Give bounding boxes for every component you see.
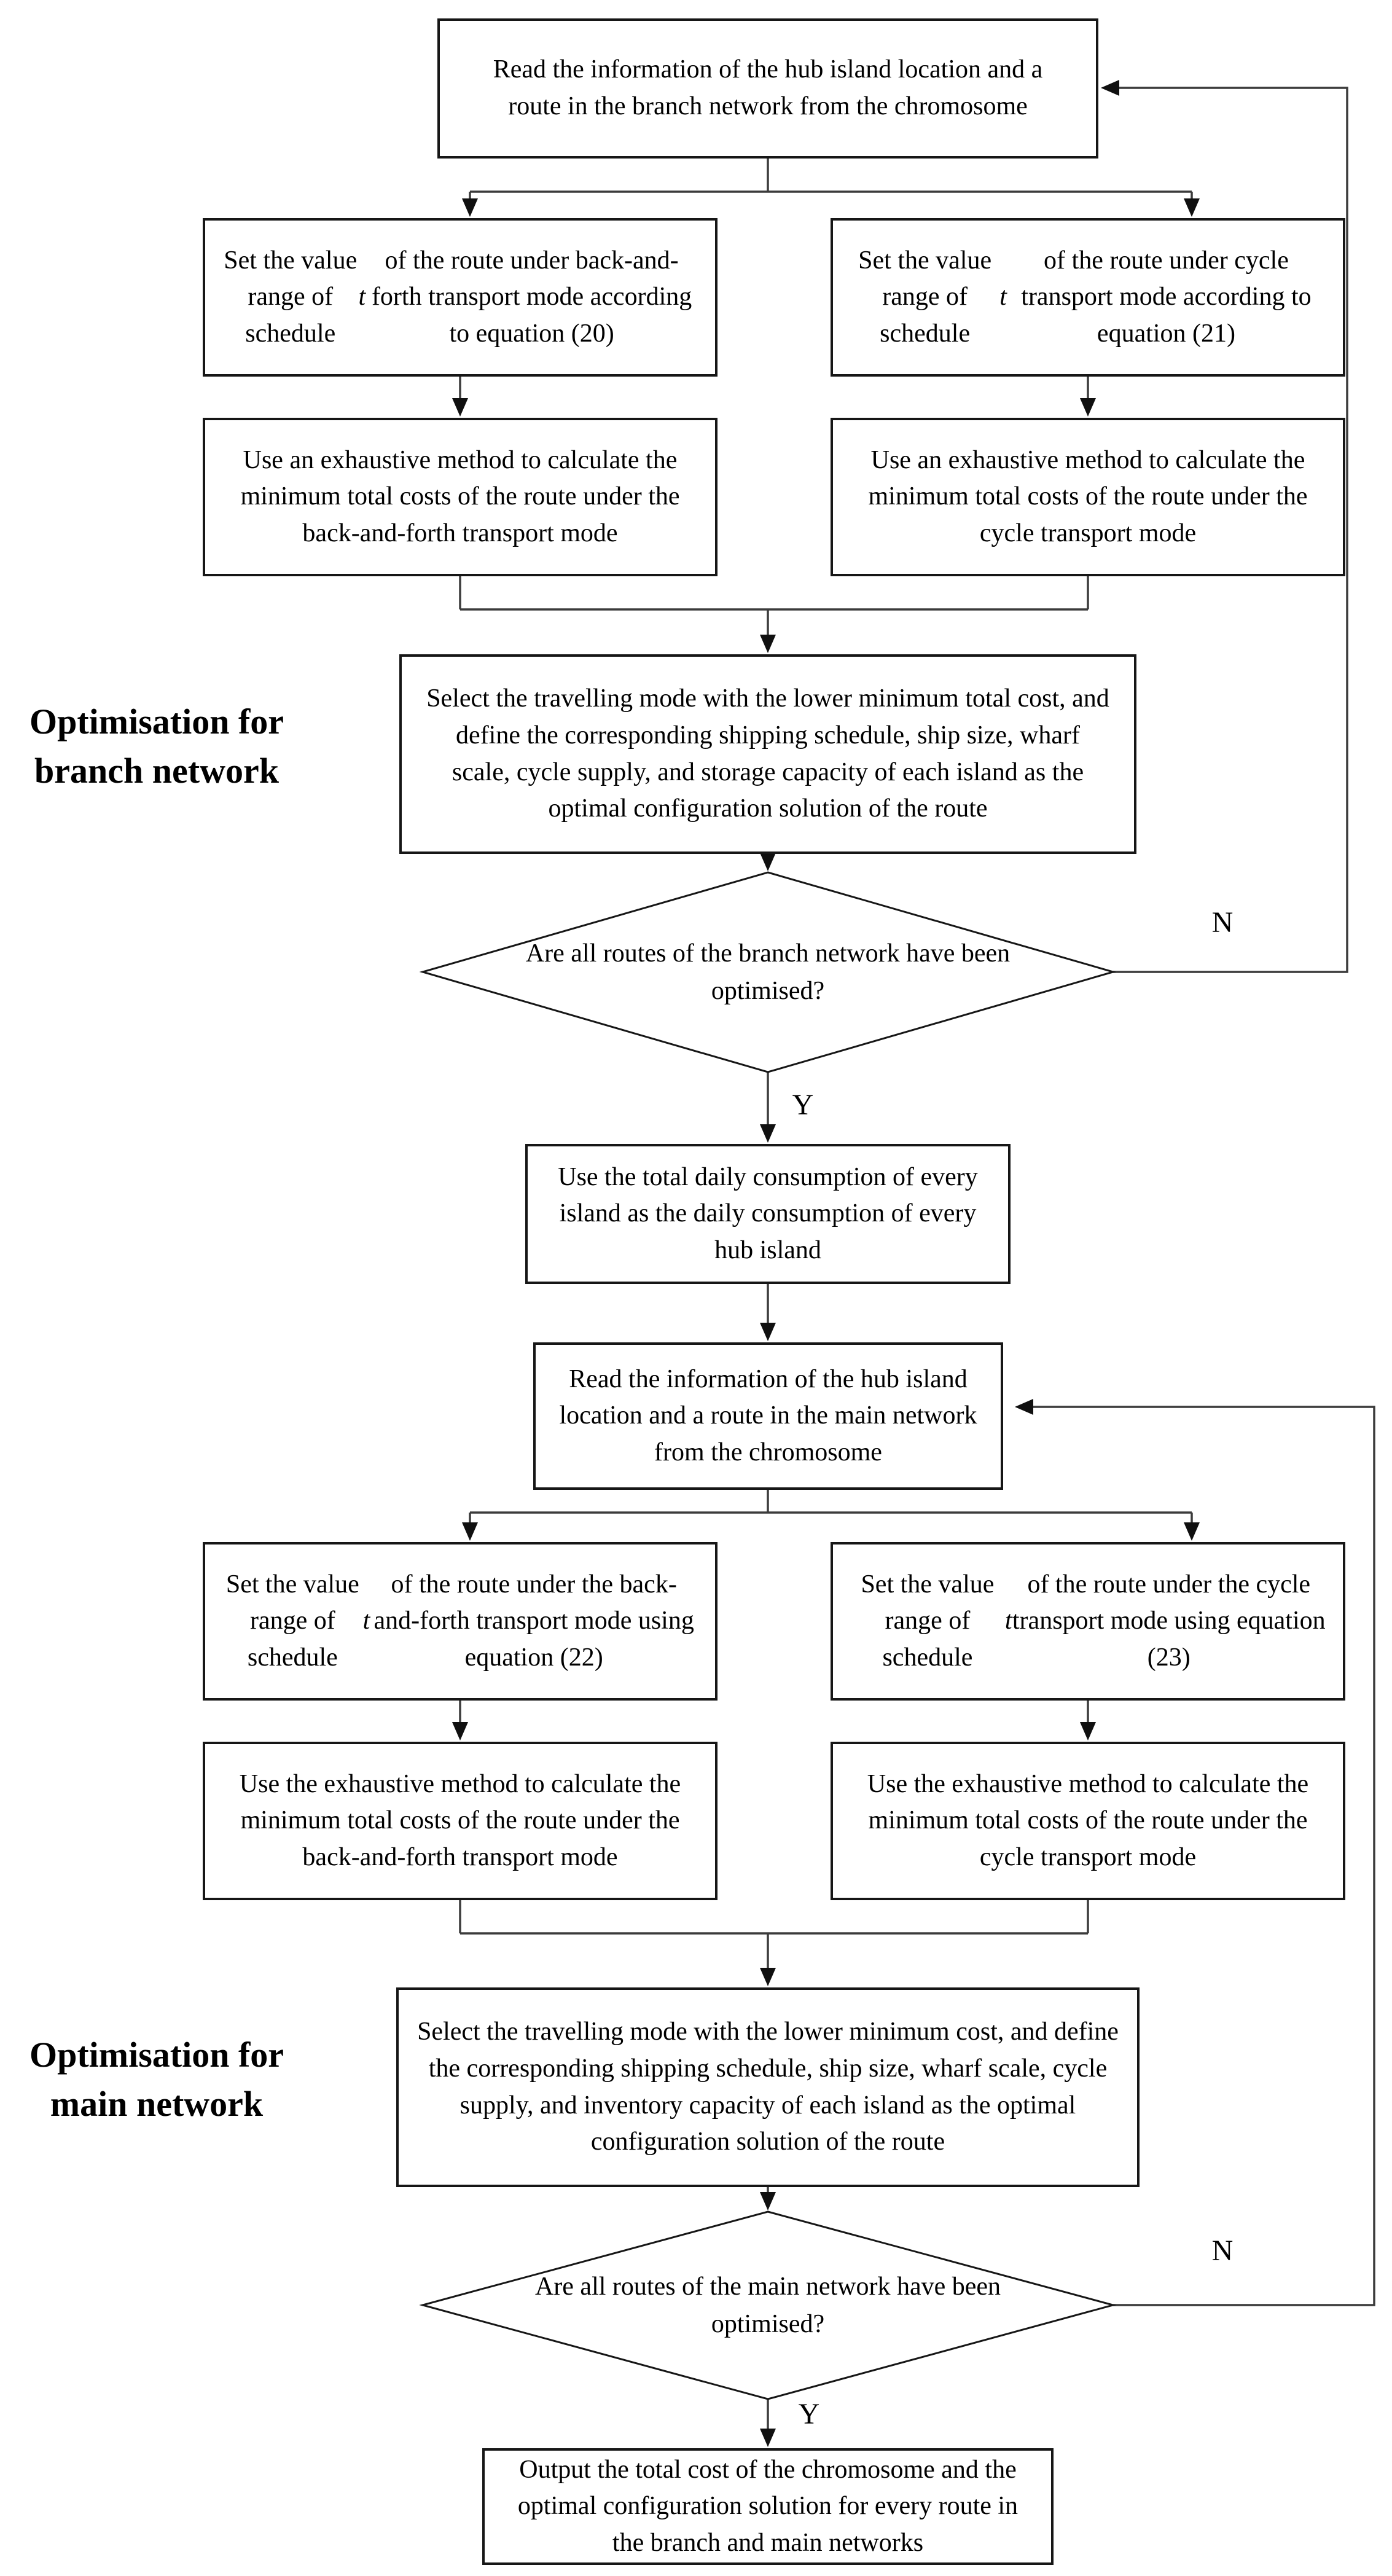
arrowhead-down-icon bbox=[1184, 198, 1200, 217]
stage-label-main-network: Optimisation for main network bbox=[29, 2035, 284, 2124]
decision-main-text: Are all routes of the main network have … bbox=[534, 2272, 1001, 2338]
node-set-schedule-backforth-eq22: Set the value range of schedule t of the… bbox=[203, 1542, 718, 1701]
connector-readbranch-split bbox=[469, 159, 1193, 200]
node-set-schedule-cycle-eq23: Set the value range of schedule t of the… bbox=[831, 1542, 1345, 1701]
arrowhead-down-icon bbox=[1080, 1722, 1096, 1740]
node-exhaustive-cycle-main: Use the exhaustive method to calculate t… bbox=[831, 1742, 1345, 1900]
arrowhead-down-icon bbox=[462, 198, 478, 217]
arrowhead-down-icon bbox=[760, 1124, 776, 1143]
edge-label-no-branch: N bbox=[1211, 906, 1234, 939]
node-set-schedule-cycle-eq21: Set the value range of schedule t of the… bbox=[831, 218, 1345, 377]
connector-merge-main bbox=[459, 1900, 1089, 1970]
arrowhead-down-icon bbox=[452, 398, 468, 417]
edge-label-no-main: N bbox=[1211, 2234, 1234, 2267]
node-exhaustive-backforth-main: Use the exhaustive method to calculate t… bbox=[203, 1742, 718, 1900]
arrowhead-down-icon bbox=[1184, 1522, 1200, 1541]
stage-label-branch-network: Optimisation for branch network bbox=[29, 702, 284, 791]
node-exhaustive-backforth-branch: Use an exhaustive method to calculate th… bbox=[203, 418, 718, 576]
arrowhead-down-icon bbox=[760, 635, 776, 653]
decision-branch-text: Are all routes of the branch network hav… bbox=[525, 939, 1011, 1005]
arrowhead-left-icon bbox=[1101, 80, 1119, 96]
decision-branch-diamond bbox=[419, 871, 1117, 1073]
node-select-mode-branch: Select the travelling mode with the lowe… bbox=[399, 654, 1136, 854]
node-exhaustive-cycle-branch: Use an exhaustive method to calculate th… bbox=[831, 418, 1345, 576]
connector-feedback-branch-no bbox=[1113, 87, 1348, 973]
connector-readmain-split bbox=[469, 1490, 1193, 1524]
node-output-result: Output the total cost of the chromosome … bbox=[482, 2448, 1054, 2565]
arrowhead-down-icon bbox=[452, 1722, 468, 1740]
edge-label-yes-branch: Y bbox=[792, 1089, 814, 1121]
arrowhead-down-icon bbox=[760, 2429, 776, 2447]
decision-main-diamond bbox=[419, 2210, 1117, 2400]
arrowhead-down-icon bbox=[760, 2192, 776, 2210]
arrowhead-down-icon bbox=[760, 1968, 776, 1986]
arrowhead-down-icon bbox=[1080, 398, 1096, 417]
node-use-total-daily-consumption: Use the total daily consumption of every… bbox=[525, 1144, 1011, 1284]
arrowhead-down-icon bbox=[760, 1323, 776, 1341]
connector-feedback-main-no bbox=[1031, 1406, 1375, 2306]
node-read-main: Read the information of the hub island l… bbox=[533, 1342, 1003, 1490]
arrowhead-left-icon bbox=[1015, 1399, 1033, 1415]
arrowhead-down-icon bbox=[462, 1522, 478, 1541]
edge-label-yes-main: Y bbox=[798, 2398, 820, 2430]
node-select-mode-main: Select the travelling mode with the lowe… bbox=[396, 1987, 1140, 2187]
arrowhead-down-icon bbox=[760, 853, 776, 871]
connector-merge-branch bbox=[459, 576, 1089, 636]
node-read-branch: Read the information of the hub island l… bbox=[437, 18, 1098, 159]
node-set-schedule-backforth-eq20: Set the value range of schedule t of the… bbox=[203, 218, 718, 377]
